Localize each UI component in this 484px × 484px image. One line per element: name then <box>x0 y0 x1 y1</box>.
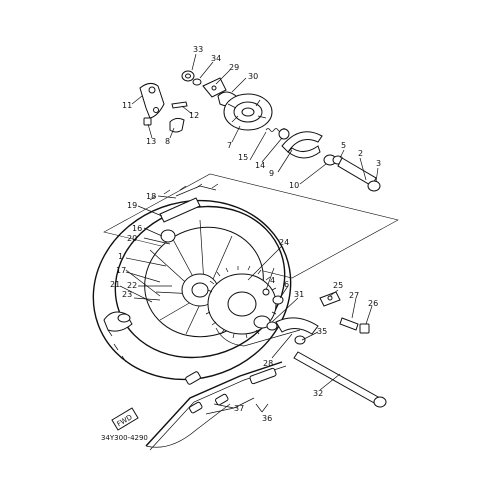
part-label-4: 4 <box>270 276 275 285</box>
part-label-18: 18 <box>146 192 156 201</box>
drive-chain <box>145 327 301 451</box>
part-label-33: 33 <box>193 45 203 54</box>
part-label-5: 5 <box>341 141 346 150</box>
part-label-36: 36 <box>262 414 272 423</box>
part-label-24: 24 <box>279 238 289 247</box>
part-label-15: 15 <box>238 153 248 162</box>
part-label-13: 13 <box>146 137 156 146</box>
part-label-6: 6 <box>284 280 289 289</box>
part-label-8: 8 <box>165 137 170 146</box>
chain-adjuster <box>275 291 387 408</box>
part-label-11: 11 <box>122 101 132 110</box>
part-label-7: 7 <box>227 141 232 150</box>
part-label-37: 37 <box>234 404 244 413</box>
sprocket <box>205 265 284 339</box>
part-label-12: 12 <box>189 111 199 120</box>
drawing-code: 34Y300-4290 <box>101 434 148 442</box>
front-direction-marker: FWD <box>111 407 139 431</box>
leader-lines <box>119 53 379 415</box>
part-label-35: 35 <box>317 327 327 336</box>
part-labels: 33 34 29 30 11 12 13 8 7 15 14 4 9 10 5 … <box>110 45 381 423</box>
part-label-17: 17 <box>116 266 126 275</box>
part-label-14: 14 <box>255 161 265 170</box>
part-label-16: 16 <box>132 224 142 233</box>
part-label-19: 19 <box>127 201 137 210</box>
part-label-29: 29 <box>229 63 239 72</box>
part-label-1: 1 <box>118 252 123 261</box>
part-label-22: 22 <box>127 281 137 290</box>
part-label-32: 32 <box>313 389 323 398</box>
brake-assembly <box>139 70 381 192</box>
part-label-28: 28 <box>263 359 273 368</box>
part-label-9: 9 <box>269 169 274 178</box>
rear-wheel <box>92 183 292 381</box>
part-label-10: 10 <box>289 181 299 190</box>
part-label-3: 3 <box>376 159 381 168</box>
part-label-2: 2 <box>358 149 363 158</box>
part-label-31: 31 <box>294 290 304 299</box>
part-label-23: 23 <box>122 290 132 299</box>
part-label-20: 20 <box>127 234 137 243</box>
part-label-30: 30 <box>248 72 258 81</box>
part-label-27: 27 <box>349 291 359 300</box>
part-label-25: 25 <box>333 281 343 290</box>
part-label-21: 21 <box>110 280 120 289</box>
part-label-34: 34 <box>211 54 221 63</box>
part-label-26: 26 <box>368 299 378 308</box>
